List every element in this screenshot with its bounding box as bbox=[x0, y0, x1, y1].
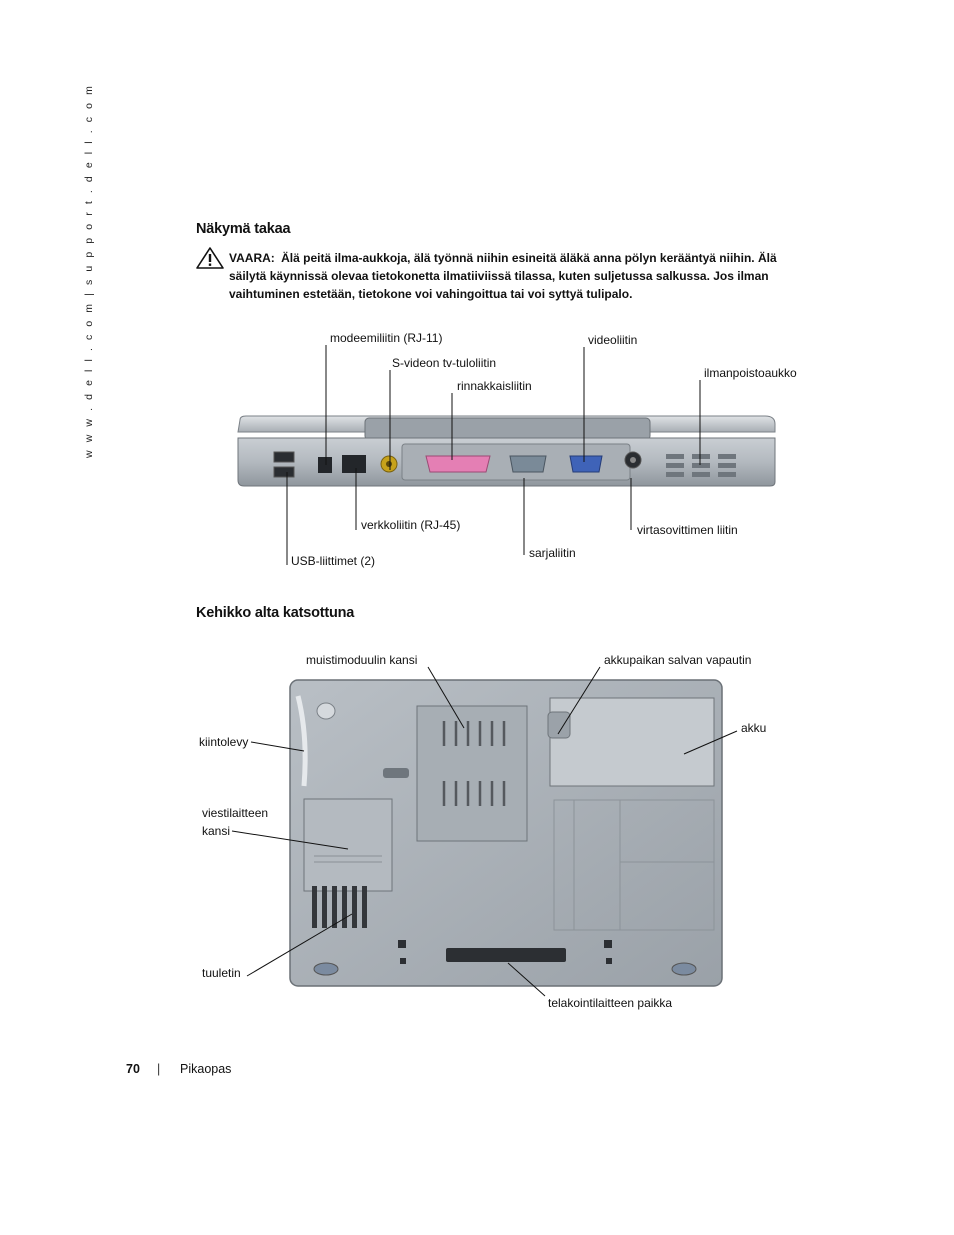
section-title-bottom-view: Kehikko alta katsottuna bbox=[196, 605, 355, 621]
label-svideo-connector: S-videon tv-tuloliitin bbox=[392, 356, 497, 370]
back-view-callout-lines bbox=[286, 345, 701, 565]
label-battery: akku bbox=[741, 721, 767, 735]
label-serial-connector: sarjaliitin bbox=[529, 546, 576, 560]
label-battery-latch: akkupaikan salvan vapautin bbox=[604, 653, 752, 667]
label-parallel-connector: rinnakkaisliitin bbox=[457, 379, 532, 393]
label-air-vent: ilmanpoistoaukko bbox=[704, 366, 797, 380]
bottom-view-callout-lines bbox=[231, 666, 738, 997]
page-number: 70 bbox=[126, 1062, 140, 1076]
warning-label: VAARA: bbox=[229, 251, 275, 265]
label-modem-connector: modeemiliitin (RJ-11) bbox=[330, 331, 443, 345]
label-memory-cover: muistimoduulin kansi bbox=[306, 653, 418, 667]
label-power-connector: virtasovittimen liitin bbox=[637, 523, 738, 537]
laptop-back-view-image bbox=[237, 415, 776, 487]
footer-separator: | bbox=[157, 1062, 161, 1076]
footer-section-name: Pikaopas bbox=[180, 1062, 232, 1076]
label-usb-connectors: USB-liittimet (2) bbox=[291, 554, 376, 568]
warning-text: VAARA: Älä peitä ilma-aukkoja, älä työnn… bbox=[229, 249, 789, 303]
section-title-back-view: Näkymä takaa bbox=[196, 221, 291, 237]
label-hard-drive: kiintolevy bbox=[199, 735, 249, 749]
label-comm-cover-line1: viestilaitteen bbox=[202, 806, 269, 820]
warning-body: Älä peitä ilma-aukkoja, älä työnnä niihi… bbox=[229, 251, 777, 301]
label-docking-slot: telakointilaitteen paikka bbox=[548, 996, 673, 1010]
label-fan: tuuletin bbox=[202, 966, 241, 980]
laptop-bottom-view-image bbox=[289, 679, 723, 987]
warning-triangle-icon bbox=[196, 247, 224, 269]
label-network-connector: verkkoliitin (RJ-45) bbox=[361, 518, 461, 532]
label-video-connector: videoliitin bbox=[588, 333, 638, 347]
label-comm-cover-line2: kansi bbox=[202, 824, 231, 838]
